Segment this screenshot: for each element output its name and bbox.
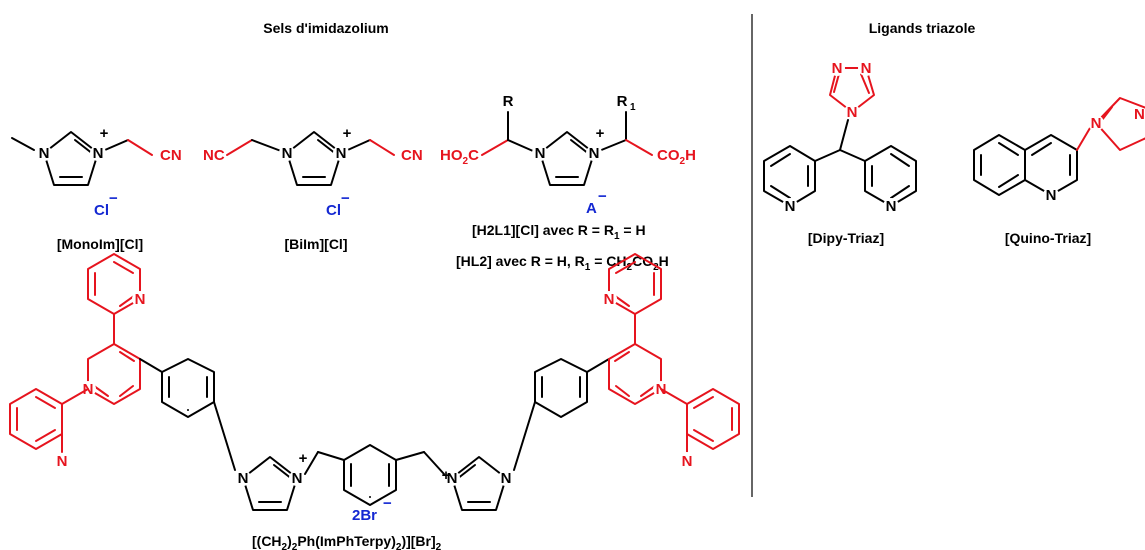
molecule-dipy-triaz: N N N N N: [763, 60, 917, 215]
atom-n: N: [57, 453, 68, 470]
nitrile-group-left: NC: [203, 147, 225, 164]
anion-chloride-biim: Cl: [326, 202, 341, 219]
molecule-monoim: N N + CN: [11, 125, 182, 186]
atom-n: N: [682, 453, 693, 470]
label-biim: [BiIm][Cl]: [285, 236, 348, 252]
atom-n: N: [886, 198, 897, 215]
anion-minus: −: [341, 190, 350, 207]
charge-plus: +: [442, 467, 451, 484]
atom-n: N: [1046, 187, 1057, 204]
atom-n: N: [785, 198, 796, 215]
charge-plus: +: [100, 125, 109, 142]
charge-plus: +: [596, 125, 605, 142]
atom-n: N: [238, 470, 249, 487]
atom-n-plus: N: [589, 145, 600, 162]
substituent-r1-sub: 1: [630, 102, 636, 113]
atom-n: N: [847, 104, 858, 121]
label-hl2: [HL2] avec R = H, R1 = CH2CO2H: [456, 253, 669, 273]
anion-minus: −: [383, 495, 392, 512]
molecule-biim: NC N N + CN: [203, 125, 423, 186]
atom-n: N: [501, 470, 512, 487]
anion-a: A: [586, 200, 597, 217]
molecule-h2l1: R R 1 HO2C N N + CO2H: [440, 93, 696, 186]
atom-n-plus: N: [292, 470, 303, 487]
label-monoim: [MonoIm][Cl]: [57, 236, 143, 252]
atom-n-plus: N: [336, 145, 347, 162]
atom-n: N: [535, 145, 546, 162]
atom-n: N: [604, 291, 615, 308]
atom-n: N: [832, 60, 843, 77]
atom-n: N: [1091, 115, 1102, 132]
label-bis-terpy: [(CH2)2Ph(ImPhTerpy)2)][Br]2: [252, 533, 442, 550]
header-triazole-ligands: Ligands triazole: [869, 20, 976, 36]
charge-plus: +: [299, 450, 308, 467]
label-dipy-triaz: [Dipy-Triaz]: [808, 230, 884, 246]
label-quino-triaz: [Quino-Triaz]: [1005, 230, 1091, 246]
anion-dibromide: 2Br: [352, 507, 377, 524]
atom-n: N: [39, 145, 50, 162]
atom-n: N: [282, 145, 293, 162]
substituent-r1: R: [617, 93, 628, 110]
header-imidazolium-salts: Sels d'imidazolium: [263, 20, 388, 36]
anion-minus: −: [598, 188, 607, 205]
carboxyl-left: HO2C: [440, 147, 479, 167]
carboxyl-right: CO2H: [657, 147, 696, 167]
atom-n: N: [135, 291, 146, 308]
label-h2l1: [H2L1][Cl] avec R = R1 = H: [472, 222, 646, 242]
atom-n-plus: N: [447, 470, 458, 487]
charge-plus: +: [343, 125, 352, 142]
molecule-quino-triaz: N N N: [973, 97, 1145, 204]
atom-n: N: [1134, 106, 1145, 123]
atom-n: N: [861, 60, 872, 77]
atom-n-plus: N: [93, 145, 104, 162]
anion-chloride-monoim: Cl: [94, 202, 109, 219]
anion-minus: −: [109, 190, 118, 207]
nitrile-group-right: CN: [401, 147, 423, 164]
molecule-bis-terpy: N N N N N +: [9, 253, 740, 511]
nitrile-group: CN: [160, 147, 182, 164]
substituent-r: R: [503, 93, 514, 110]
